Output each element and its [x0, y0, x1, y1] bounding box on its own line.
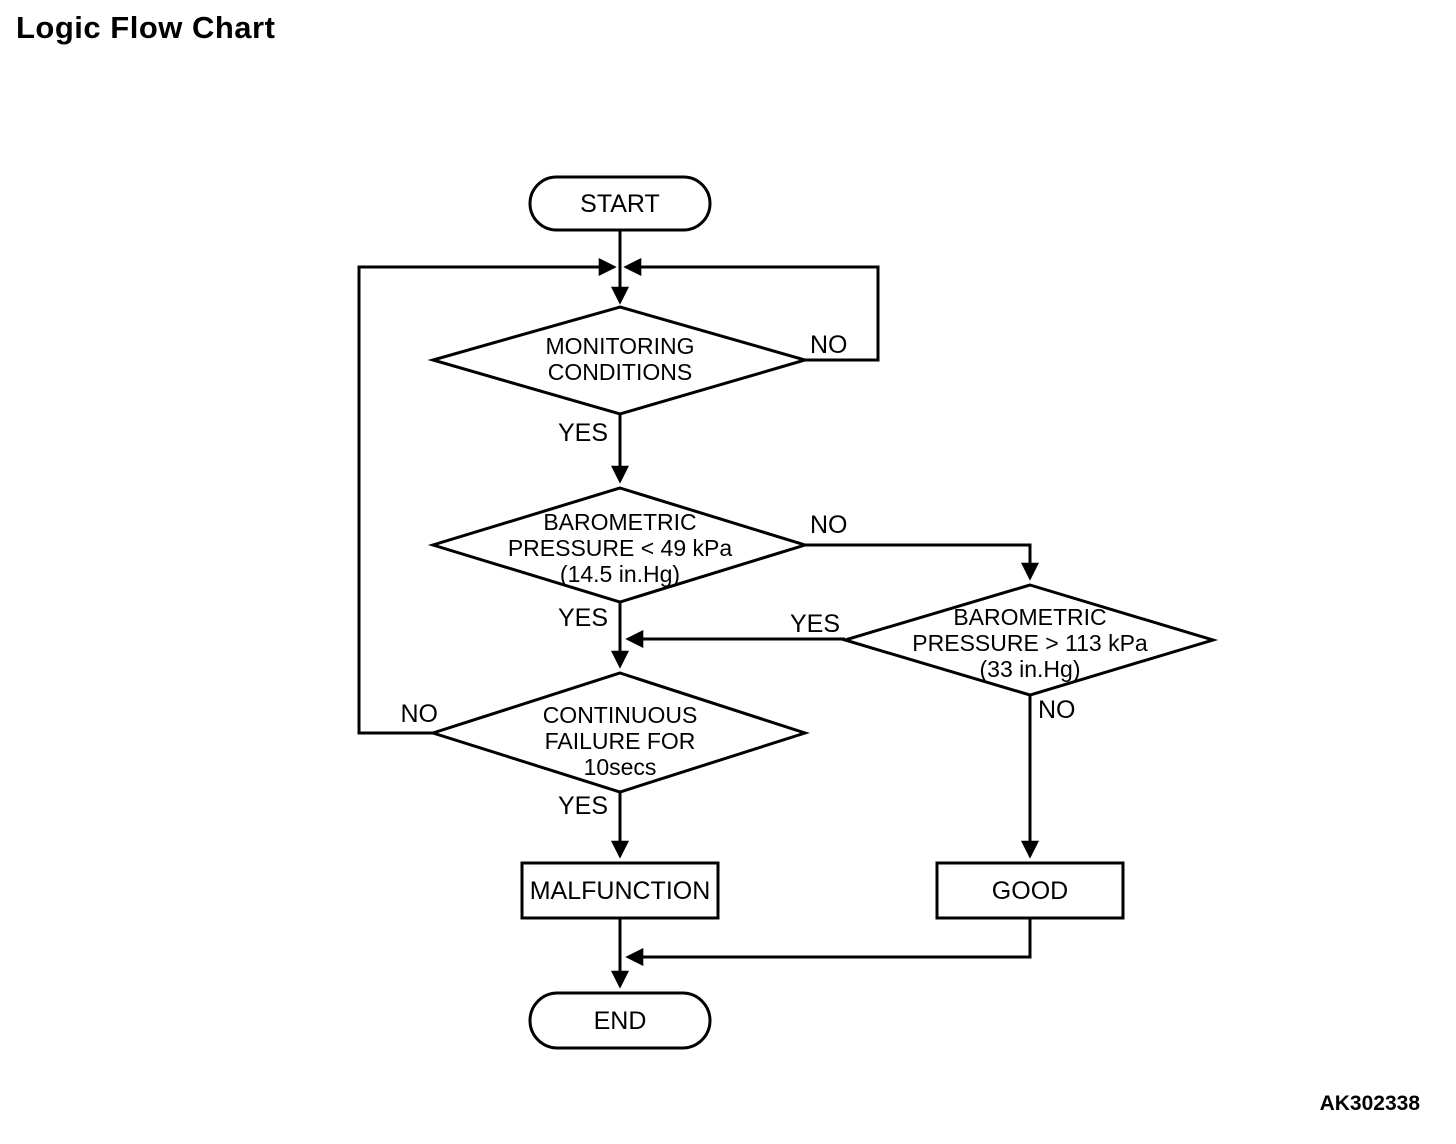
baro-high-line1: BAROMETRIC [953, 604, 1106, 630]
continuous-failure-line1: CONTINUOUS [543, 702, 698, 728]
good-label: GOOD [992, 877, 1068, 905]
edge-continuous-no-loop [357, 258, 617, 735]
start-terminator [528, 175, 712, 232]
baro-high-no-label: NO [1038, 696, 1076, 724]
end-label: END [594, 1007, 647, 1035]
end-terminator [528, 991, 712, 1050]
monitoring-conditions-line2: CONDITIONS [548, 359, 692, 385]
continuous-no-label: NO [401, 700, 439, 728]
baro-low-line2: PRESSURE < 49 kPa [508, 535, 733, 561]
continuous-failure-line2: FAILURE FOR [545, 728, 696, 754]
baro-low-yes-label: YES [558, 604, 608, 632]
monitoring-yes-label: YES [558, 419, 608, 447]
monitoring-conditions-line1: MONITORING [545, 333, 694, 359]
baro-low-line3: (14.5 in.Hg) [560, 561, 680, 587]
baro-low-line1: BAROMETRIC [543, 509, 696, 535]
continuous-failure-decision [428, 671, 810, 794]
malfunction-process [520, 861, 720, 920]
malfunction-label: MALFUNCTION [530, 877, 711, 905]
continuous-failure-line3: 10secs [584, 754, 657, 780]
baro-high-yes-label: YES [790, 610, 840, 638]
continuous-yes-label: YES [558, 792, 608, 820]
page-title: Logic Flow Chart [16, 10, 276, 45]
baro-high-line2: PRESSURE > 113 kPa [912, 630, 1148, 656]
baro-low-decision [427, 486, 811, 604]
figure-code: AK302338 [1320, 1092, 1421, 1115]
monitoring-no-label: NO [810, 331, 848, 359]
baro-low-no-label: NO [810, 511, 848, 539]
baro-high-line3: (33 in.Hg) [980, 656, 1081, 682]
monitoring-conditions-decision [427, 305, 811, 416]
edge-good-to-end [625, 918, 1032, 966]
edge-baro-low-no [805, 543, 1039, 581]
baro-high-decision [839, 583, 1219, 697]
good-process [935, 861, 1125, 920]
start-label: START [580, 190, 660, 218]
edge-monitoring-no-loop [623, 258, 880, 362]
